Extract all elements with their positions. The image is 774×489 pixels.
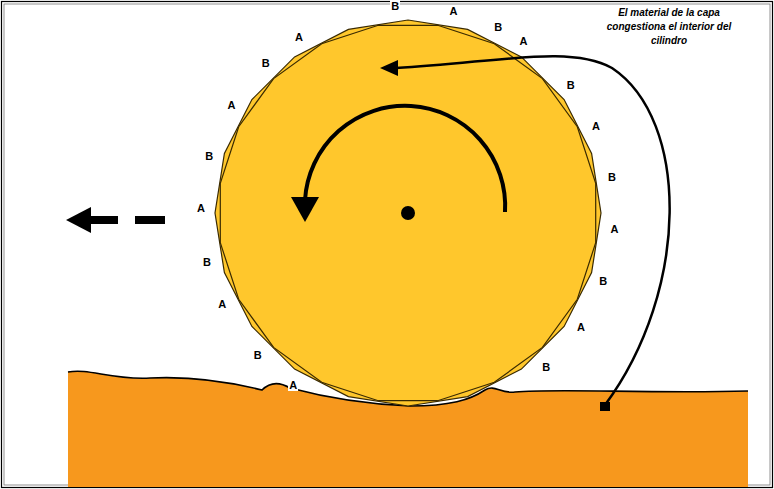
vertex-label: B xyxy=(493,21,503,33)
vertex-label: B xyxy=(566,79,576,91)
vertex-label: B xyxy=(390,0,400,12)
vertex-label: A xyxy=(288,379,298,391)
vertex-label: B xyxy=(607,171,617,183)
cylinder xyxy=(215,20,601,406)
vertex-label: A xyxy=(449,5,459,17)
motion-arrowhead xyxy=(66,207,91,233)
motion-arrow-dash xyxy=(135,216,165,224)
vertex-label: B xyxy=(253,349,263,361)
vertex-label: B xyxy=(598,275,608,287)
vertex-label: A xyxy=(576,321,586,333)
vertex-label: B xyxy=(261,57,271,69)
material-flow-arrowhead xyxy=(380,60,398,76)
vertex-label: A xyxy=(519,35,529,47)
source-square xyxy=(600,402,610,411)
vertex-label: B xyxy=(202,256,212,268)
vertex-label: B xyxy=(541,361,551,373)
vertex-label: A xyxy=(591,120,601,132)
rotation-arrowhead xyxy=(291,197,319,222)
vertex-label: A xyxy=(217,298,227,310)
material-flow-line xyxy=(396,56,670,405)
vertex-label: B xyxy=(204,150,214,162)
motion-arrow-shaft xyxy=(89,216,118,224)
vertex-label: A xyxy=(609,223,619,235)
vertex-label: A xyxy=(294,31,304,43)
vertex-label: A xyxy=(227,99,237,111)
cylinder-outline xyxy=(220,25,595,400)
vertex-label: A xyxy=(196,202,206,214)
cylinder-outline xyxy=(215,20,601,406)
axis-dot xyxy=(401,206,415,220)
annotation-note: El material de la capa congestiona el in… xyxy=(604,6,734,48)
rotation-arrow xyxy=(305,106,505,212)
